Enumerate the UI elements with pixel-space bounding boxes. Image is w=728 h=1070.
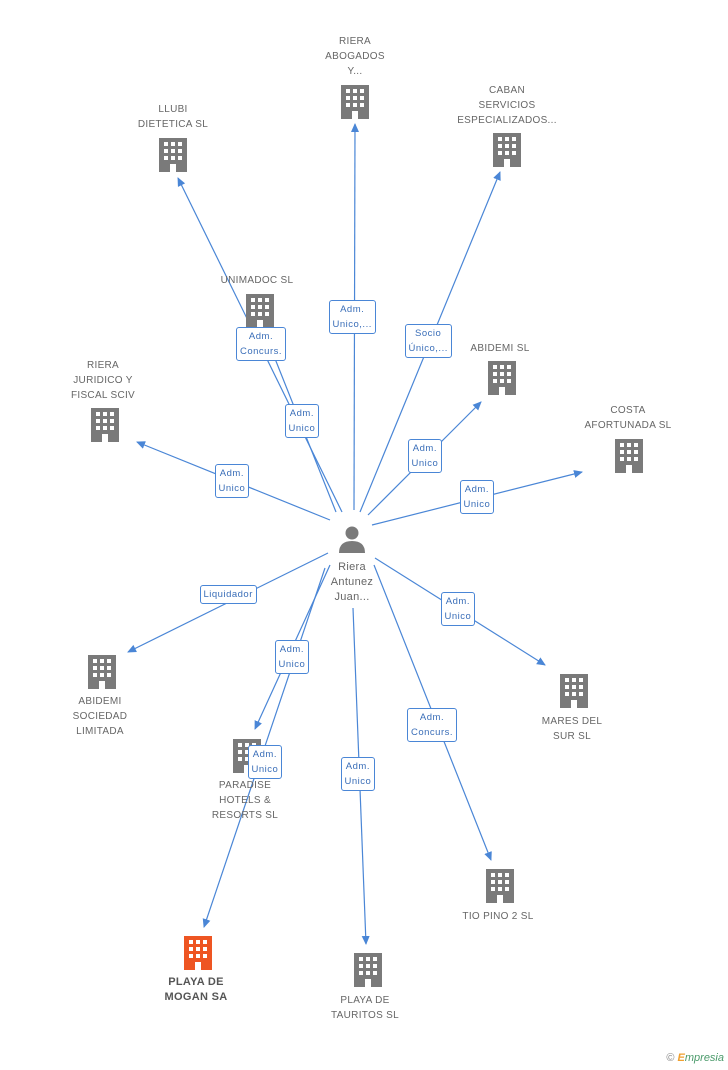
node-label-llubi[interactable]: LLUBI DIETETICA SL bbox=[137, 104, 209, 130]
person-icon[interactable] bbox=[339, 526, 365, 554]
node-label-tio-pino[interactable]: TIO PINO 2 SL bbox=[462, 911, 534, 922]
node-label-unimadoc[interactable]: UNIMADOC SL bbox=[220, 275, 294, 286]
edge-label-playa-tauritos[interactable]: Adm. Unico bbox=[340, 757, 376, 791]
edge-label-riera-abogados[interactable]: Adm. Unico,... bbox=[328, 300, 376, 334]
node-label-playa-tauritos[interactable]: PLAYA DE TAURITOS SL bbox=[331, 995, 399, 1021]
building-icon-caban[interactable] bbox=[493, 133, 521, 167]
node-label-person[interactable]: Riera Antunez Juan... bbox=[330, 561, 374, 603]
building-icon-costa[interactable] bbox=[615, 439, 643, 473]
footer-brand: © Empresia bbox=[666, 1052, 724, 1064]
node-label-mares[interactable]: MARES DEL SUR SL bbox=[541, 716, 603, 742]
node-label-riera-abogados[interactable]: RIERA ABOGADOS Y... bbox=[325, 36, 385, 77]
edge-label-unimadoc[interactable]: Adm. Concurs. bbox=[236, 327, 287, 361]
building-icon-riera-juridico[interactable] bbox=[91, 408, 119, 442]
building-icon-llubi[interactable] bbox=[159, 138, 187, 172]
building-icon-playa-tauritos[interactable] bbox=[354, 953, 382, 987]
node-label-abidemi-sociedad[interactable]: ABIDEMI SOCIEDAD LIMITADA bbox=[72, 696, 128, 737]
brand-name: mpresia bbox=[684, 1052, 724, 1064]
building-icon-abidemi-sl[interactable] bbox=[488, 361, 516, 395]
edge-label-riera-juridico[interactable]: Adm. Unico bbox=[214, 464, 250, 498]
building-icon-playa-mogan[interactable] bbox=[184, 936, 212, 970]
brand-initial: E bbox=[677, 1052, 685, 1064]
edge-label-mares[interactable]: Adm. Unico bbox=[440, 592, 476, 626]
building-icon-mares[interactable] bbox=[560, 674, 588, 708]
building-icon-tio-pino[interactable] bbox=[486, 869, 514, 903]
copyright-symbol: © bbox=[666, 1052, 675, 1064]
edge-label-caban[interactable]: Socio Único,... bbox=[404, 324, 452, 358]
building-icon-riera-abogados[interactable] bbox=[341, 85, 369, 119]
edge-label-llubi[interactable]: Adm. Unico bbox=[284, 404, 320, 438]
node-label-playa-mogan[interactable]: PLAYA DE MOGAN SA bbox=[164, 976, 228, 1003]
node-label-riera-juridico[interactable]: RIERA JURIDICO Y FISCAL SCIV bbox=[70, 360, 136, 401]
edge-label-abidemi-sl[interactable]: Adm. Unico bbox=[407, 439, 443, 473]
node-label-abidemi-sl[interactable]: ABIDEMI SL bbox=[470, 343, 530, 354]
edge-label-playa-mogan[interactable]: Adm. Unico bbox=[247, 745, 283, 779]
edge-label-costa[interactable]: Adm. Unico bbox=[459, 480, 495, 514]
building-icon-abidemi-sociedad[interactable] bbox=[88, 655, 116, 689]
node-label-paradise[interactable]: PARADISE HOTELS & RESORTS SL bbox=[211, 780, 279, 821]
node-label-costa[interactable]: COSTA AFORTUNADA SL bbox=[584, 405, 672, 431]
edge-label-tio-pino[interactable]: Adm. Concurs. bbox=[407, 708, 458, 742]
edge-label-abidemi-sociedad[interactable]: Liquidador bbox=[199, 584, 257, 604]
edge-label-paradise[interactable]: Adm. Unico bbox=[274, 640, 310, 674]
node-label-caban[interactable]: CABAN SERVICIOS ESPECIALIZADOS... bbox=[457, 85, 557, 126]
building-icon-unimadoc[interactable] bbox=[246, 294, 274, 328]
